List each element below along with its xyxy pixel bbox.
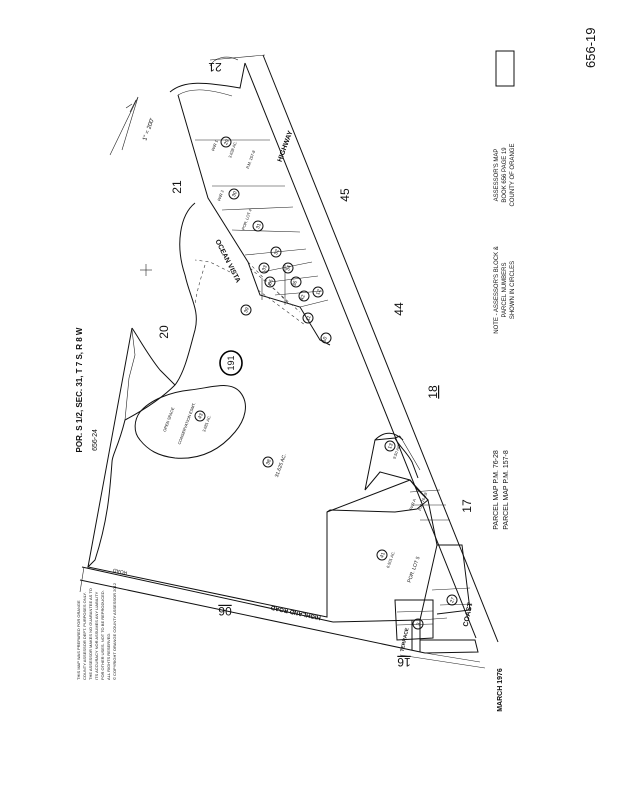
- map-title: POR. S 1/2, SEC. 31, T 7 S, R 8 W: [75, 327, 84, 452]
- por-lot5-label: POR. LOT 5: [407, 556, 422, 584]
- highway-label: HIGHWAY: [277, 130, 295, 164]
- area-29-label: 3.638 AC.: [227, 140, 238, 158]
- note-line-1: NOTE - ASSESSOR'S BLOCK &: [494, 246, 500, 334]
- note-line-2: PARCEL NUMBERS: [502, 262, 508, 317]
- section-corner-marker: [140, 264, 152, 276]
- conservation-label: CONSERVATION ESMT.: [177, 402, 197, 445]
- parcel-27-label: 27: [449, 596, 457, 603]
- parcel-map-ref-1: PARCEL MAP P.M. 76-28: [493, 450, 500, 530]
- open-space-loop: [134, 385, 246, 459]
- coast-label: COAST: [463, 601, 475, 627]
- section-number-18: 18: [426, 385, 440, 399]
- section-number-21-top: 21: [208, 60, 222, 74]
- area-43-label: 3.681 AC.: [201, 414, 212, 432]
- assessor-label-3: COUNTY OF ORANGE: [510, 144, 516, 207]
- parcel-13-label: 13: [387, 442, 395, 449]
- parcel-41-boundary: [326, 479, 438, 623]
- parcel-43-label: 43: [197, 412, 205, 419]
- parcel-11-label: 11: [305, 315, 312, 322]
- area-41-label: 6.501 AC.: [385, 550, 396, 568]
- parcel-30-label: 30: [231, 190, 239, 197]
- disclaimer-line: THE ASSESSOR MAKES NO GUARANTEE AS TO: [88, 588, 93, 680]
- par1-label: PAR 1: [210, 139, 219, 152]
- parcel-38-label: 38: [265, 458, 273, 465]
- parcel-41-label: 41: [379, 551, 387, 558]
- par2-label: PAR 2: [216, 189, 225, 202]
- parcel-strip: [177, 94, 331, 346]
- parcel-32-label: 32: [273, 248, 281, 255]
- page-number: 656-19: [583, 28, 598, 68]
- area-13-label: 9.50 AC.: [392, 443, 402, 459]
- parcel-38-boundary: [86, 202, 429, 618]
- section-number-06: 06: [218, 604, 232, 618]
- highland-road-lines: [79, 566, 426, 654]
- parcel-map-ref-2: PARCEL MAP P.M. 157-8: [503, 450, 510, 530]
- pm76-label: P.M. 76-28: [417, 491, 428, 511]
- disclaimer-line: © COPYRIGHT ORANGE COUNTY ASSESSOR 2012: [112, 582, 117, 680]
- disclaimer-block: THIS MAP WAS PREPARED FOR ORANGE COUNTY …: [76, 582, 117, 680]
- section-number-45: 45: [338, 188, 352, 202]
- par-a-label: PAR A: [408, 498, 417, 511]
- parcel-34-label: 34: [285, 264, 293, 271]
- section-number-21: 21: [170, 180, 184, 194]
- parcel-10-label: 10: [321, 336, 329, 343]
- highland-road-label: HIGHLAND ROAD: [270, 604, 322, 621]
- block-191-circle: [219, 350, 243, 376]
- section-number-16: 16: [397, 655, 411, 669]
- map-date: MARCH 1976: [497, 668, 504, 712]
- north-arrow: [109, 96, 139, 156]
- disclaimer-line: FOR OTHER USES. NOT TO BE REPRODUCED.: [100, 590, 105, 680]
- book-page-ref: 656-24: [92, 429, 99, 451]
- open-space-label: OPEN SPACE: [162, 406, 176, 432]
- highway-lines: [209, 54, 499, 643]
- blank-box: [495, 50, 515, 87]
- parcel-35-label: 35: [267, 278, 275, 285]
- disclaimer-line: ALL RIGHTS RESERVED.: [106, 633, 111, 680]
- parcel-3-label: 3: [416, 622, 423, 627]
- block-number: 191: [226, 355, 236, 370]
- parcel-29-label: 29: [223, 138, 231, 145]
- parcel-12-label: 12: [315, 288, 323, 295]
- parcel-39-label: 39: [243, 306, 251, 313]
- road-label: ROAD: [112, 567, 128, 576]
- ocean-vista-label: OCEAN VISTA: [213, 239, 241, 284]
- section-number-44: 44: [392, 302, 406, 316]
- disclaimer-line: COUNTY ASSESSOR DEPT. PURPOSES ONLY.: [82, 592, 87, 680]
- terrace-curve: [169, 62, 246, 93]
- scale-label: 1" = 200': [142, 118, 156, 142]
- parcel-42-label: 42: [299, 294, 307, 301]
- disclaimer-line: THIS MAP WAS PREPARED FOR ORANGE: [76, 600, 81, 680]
- parcel-33-label: 33: [261, 264, 269, 271]
- parcel-circles: 29 30 31 32 33 34 35 36 39 42 12 11 10 4…: [194, 136, 458, 630]
- assessor-label-2: BOOK 656 PAGE 19: [502, 147, 508, 203]
- section-number-17: 17: [460, 499, 474, 513]
- parcel-31-label: 31: [255, 222, 263, 229]
- note-line-3: SHOWN IN CIRCLES: [510, 261, 516, 319]
- assessor-label-1: ASSESSOR'S MAP: [494, 149, 500, 202]
- terrace-label: TERRACE: [400, 627, 411, 653]
- section-number-20: 20: [157, 325, 171, 339]
- pm157-label: P.M. 157-8: [245, 149, 256, 169]
- por-lot4-label: POR. LOT 4: [240, 208, 252, 231]
- area-38-label: 31.625 AC.: [274, 453, 288, 478]
- parcel-36-label: 36: [291, 280, 299, 287]
- disclaimer-line: ITS ACCURACY NOR ASSUMES ANY LIABILITY: [94, 591, 99, 680]
